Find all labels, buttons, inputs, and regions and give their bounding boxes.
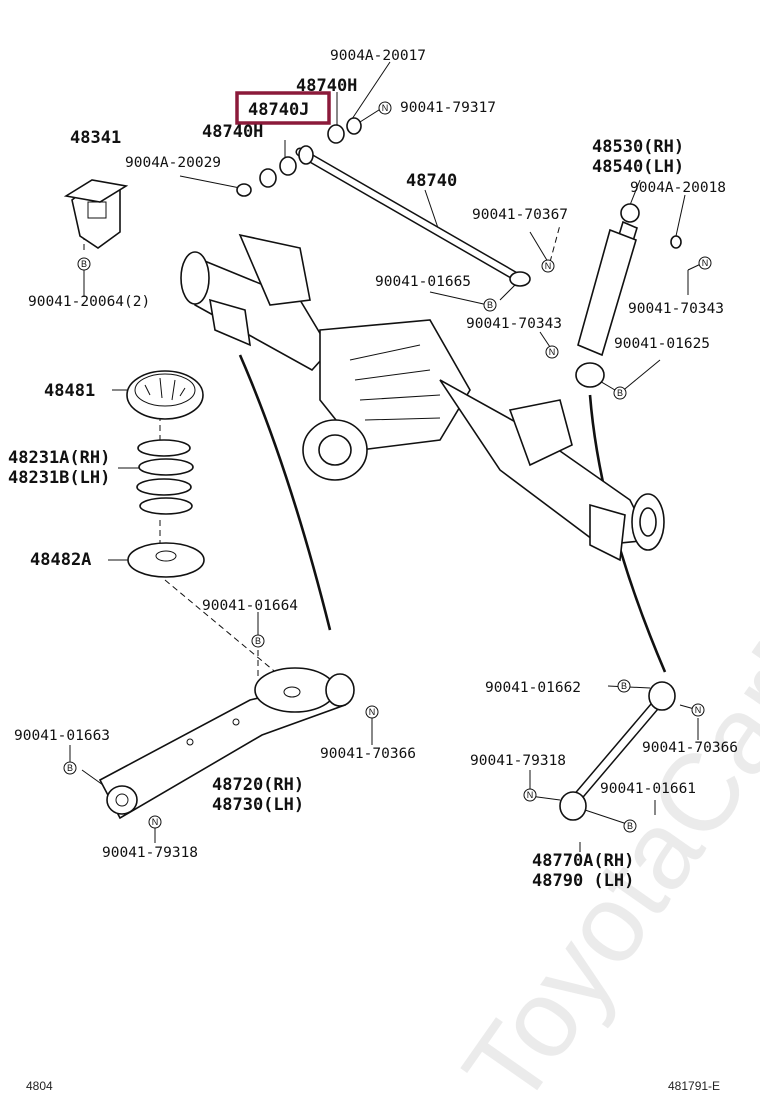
nut-symbol-7: N (691, 703, 705, 717)
nut-symbol-6: N (148, 815, 162, 829)
svg-text:N: N (545, 261, 552, 271)
svg-text:N: N (382, 103, 389, 113)
label-48341[interactable]: 48341 (70, 128, 121, 148)
label-90041-01625[interactable]: 90041-01625 (614, 336, 710, 352)
footer-right-code: 481791-E (668, 1079, 720, 1093)
svg-text:N: N (549, 347, 556, 357)
label-90041-01661[interactable]: 90041-01661 (600, 781, 696, 797)
label-48740J[interactable]: 48740J (248, 100, 309, 120)
label-90041-20064[interactable]: 90041-20064(2) (28, 294, 150, 310)
svg-text:N: N (527, 790, 534, 800)
svg-text:N: N (702, 258, 709, 268)
label-90041-70366-center[interactable]: 90041-70366 (320, 746, 416, 762)
label-48740H-left[interactable]: 48740H (202, 122, 263, 142)
bump-stopper-48341 (63, 179, 129, 249)
shock-absorber (575, 203, 682, 388)
label-48740H-top[interactable]: 48740H (296, 76, 357, 96)
label-48481[interactable]: 48481 (44, 381, 95, 401)
svg-text:B: B (81, 259, 87, 269)
svg-text:N: N (369, 707, 376, 717)
bolt-symbol-2: B (483, 298, 497, 312)
svg-text:B: B (627, 821, 633, 831)
bolt-symbol-4: B (251, 634, 265, 648)
label-90041-79318-right[interactable]: 90041-79318 (470, 753, 566, 769)
label-48231B[interactable]: 48231B(LH) (8, 468, 110, 488)
label-48482A[interactable]: 48482A (30, 550, 91, 570)
label-90041-01662[interactable]: 90041-01662 (485, 680, 581, 696)
label-48231A[interactable]: 48231A(RH) (8, 448, 110, 468)
nut-symbol-2: N (541, 259, 555, 273)
label-48740[interactable]: 48740 (406, 171, 457, 191)
upper-control-arm (559, 681, 676, 821)
bolt-symbol-3: B (613, 386, 627, 400)
bolt-symbol-7: B (623, 819, 637, 833)
label-48540[interactable]: 48540(LH) (592, 157, 684, 177)
svg-text:B: B (617, 388, 623, 398)
nut-symbol-5: N (365, 705, 379, 719)
footer-left-code: 4804 (26, 1079, 53, 1093)
nut-symbol-3: N (698, 256, 712, 270)
part-labels: 9004A-20017 48740H 48740J 90041-79317 48… (8, 48, 738, 891)
bolt-symbol-1: B (77, 257, 91, 271)
label-90041-70367[interactable]: 90041-70367 (472, 207, 568, 223)
lateral-control-rod (295, 145, 531, 287)
label-48790[interactable]: 48790 (LH) (532, 871, 634, 891)
coil-spring-group (126, 370, 205, 578)
label-90041-79317[interactable]: 90041-79317 (400, 100, 496, 116)
bolt-symbol-5: B (63, 761, 77, 775)
leader-lines (69, 61, 706, 852)
nut-symbol-1: N (378, 101, 392, 115)
svg-text:N: N (152, 817, 159, 827)
label-90041-70366-right[interactable]: 90041-70366 (642, 740, 738, 756)
nut-symbol-8: N (523, 788, 537, 802)
highlight-box-48740J[interactable] (235, 91, 331, 125)
bolt-symbol-6: B (617, 679, 631, 693)
label-90041-70343-mid[interactable]: 90041-70343 (466, 316, 562, 332)
nut-symbol-4: N (545, 345, 559, 359)
top-bushings (236, 117, 362, 197)
svg-text:B: B (255, 636, 261, 646)
label-90041-79318-left[interactable]: 90041-79318 (102, 845, 198, 861)
label-90041-01665[interactable]: 90041-01665 (375, 274, 471, 290)
label-48770A[interactable]: 48770A(RH) (532, 851, 634, 871)
label-48730[interactable]: 48730(LH) (212, 795, 304, 815)
label-48720[interactable]: 48720(RH) (212, 775, 304, 795)
svg-text:B: B (621, 681, 627, 691)
lower-control-arm (98, 667, 355, 820)
label-9004A-20017[interactable]: 9004A-20017 (330, 48, 426, 64)
svg-text:N: N (695, 705, 702, 715)
label-48530[interactable]: 48530(RH) (592, 137, 684, 157)
svg-text:B: B (487, 300, 493, 310)
bolt-nut-symbols: N B N B N N B B B N N B N N B (63, 101, 712, 833)
label-90041-70343-right[interactable]: 90041-70343 (628, 301, 724, 317)
label-9004A-20029[interactable]: 9004A-20029 (125, 155, 221, 171)
label-9004A-20018[interactable]: 9004A-20018 (630, 180, 726, 196)
label-90041-01664[interactable]: 90041-01664 (202, 598, 298, 614)
label-90041-01663[interactable]: 90041-01663 (14, 728, 110, 744)
svg-text:B: B (67, 763, 73, 773)
rear-axle-housing (180, 233, 665, 562)
